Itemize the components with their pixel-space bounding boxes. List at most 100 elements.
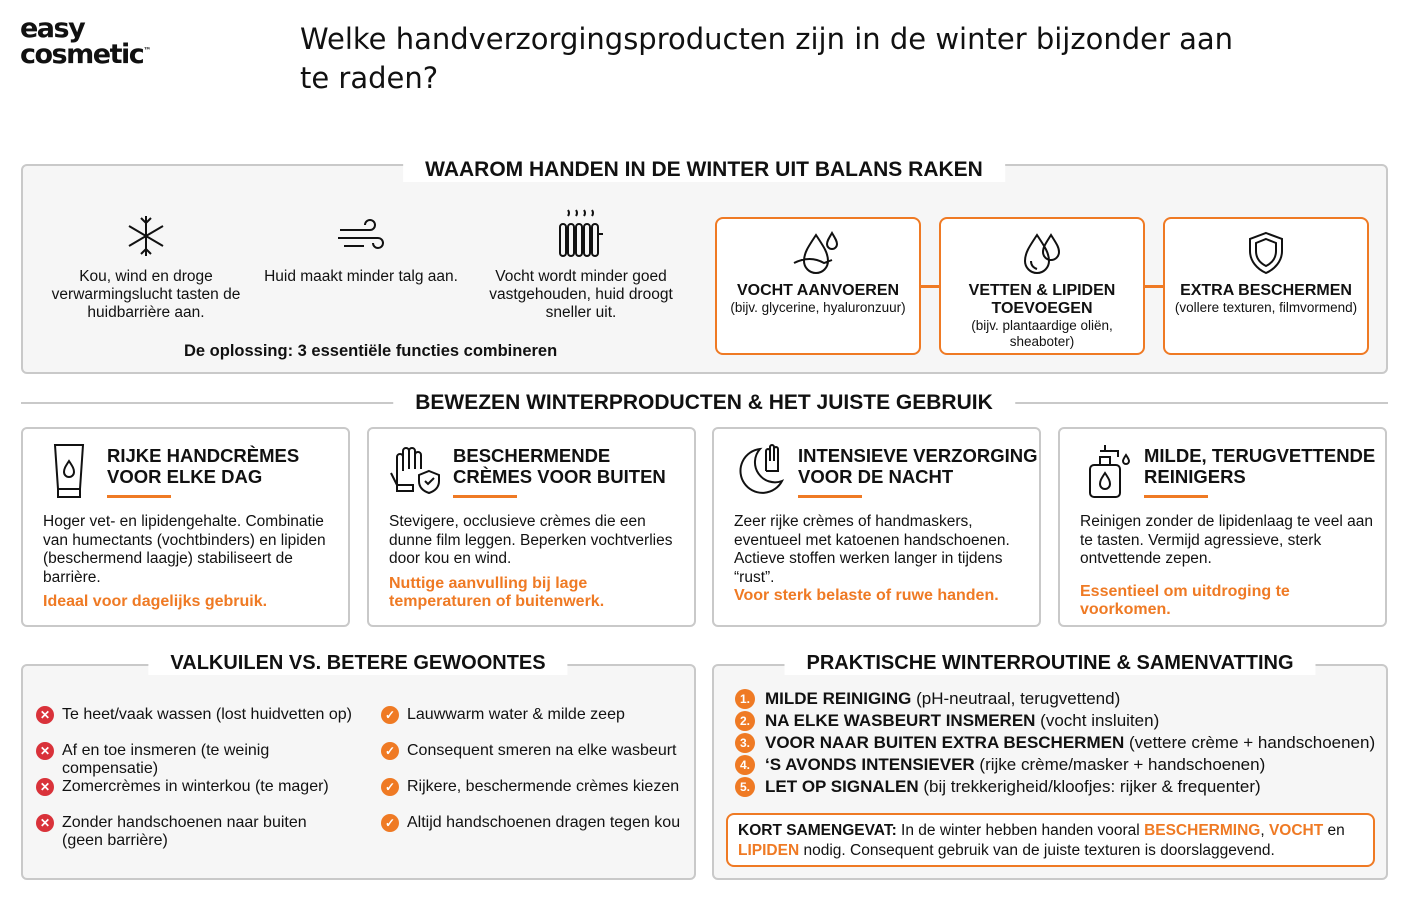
step-title: LET OP SIGNALEN xyxy=(765,777,919,796)
card-highlight: Nuttige aanvulling bij lage temperaturen… xyxy=(389,574,605,611)
bad-habit-text: Af en toe insmeren (te weinig compensati… xyxy=(62,742,270,777)
step-number: 1. xyxy=(735,689,755,709)
bad-habit: ✕ Zonder handschoenen naar buiten (geen b… xyxy=(36,814,316,850)
bad-habit: ✕ Te heet/vaak wassen (lost huidvetten op… xyxy=(36,706,366,742)
bad-habits-list: ✕ Te heet/vaak wassen (lost huidvetten op… xyxy=(36,706,366,850)
good-habit: ✓Rijkere, beschermende crèmes kiezen xyxy=(381,778,691,814)
logo-tm: ™ xyxy=(143,46,152,55)
check-icon: ✓ xyxy=(381,742,399,760)
oil-drops-icon xyxy=(1023,233,1061,274)
good-habit: ✓ Altijd handschoenen dragen tegen kou xyxy=(381,814,691,832)
habits-panel xyxy=(21,664,696,880)
good-habit: ✓ Lauwwarm water & milde zeep xyxy=(381,706,691,742)
step-title: ‘S AVONDS INTENSIEVER xyxy=(765,755,975,774)
bad-habit: ✕ Zomercrèmes in winterkou (te mager) xyxy=(36,778,366,814)
step-detail: (bij trekkerigheid/kloofjes: rijker & fr… xyxy=(918,777,1261,796)
underline xyxy=(107,495,171,498)
step-title: MILDE REINIGING xyxy=(765,689,912,708)
check-icon: ✓ xyxy=(381,814,399,832)
step-number: 2. xyxy=(735,711,755,731)
product-card: INTENSIEVE VERZORGING VOOR DE NACHT Zeer… xyxy=(712,427,1041,627)
function-title: VOCHT AANVOEREN xyxy=(736,282,900,299)
summary-keyword: BESCHERMING xyxy=(1144,822,1261,839)
good-habit-text: Rijkere, beschermende crèmes kiezen xyxy=(407,778,680,795)
routine-step: 3.VOOR NAAR BUITEN EXTRA BESCHERMEN (vet… xyxy=(735,732,1375,754)
underline xyxy=(453,495,517,498)
underline xyxy=(798,495,862,498)
product-card: MILDE, TERUGVETTENDE REINIGERS Reinigen … xyxy=(1058,427,1387,627)
step-title: VOOR NAAR BUITEN EXTRA BESCHERMEN xyxy=(765,733,1125,752)
card-text: Reinigen zonder de lipidenlaag te veel a… xyxy=(1080,513,1373,567)
card-title: INTENSIEVE VERZORGING VOOR DE NACHT xyxy=(798,445,1038,487)
check-icon: ✓ xyxy=(381,706,399,724)
bad-habit-text: Te heet/vaak wassen (lost huidvetten op) xyxy=(62,706,352,723)
x-icon: ✕ xyxy=(36,778,54,796)
summary-text: en xyxy=(1323,822,1345,839)
good-habit-text: Altijd handschoenen dragen tegen kou xyxy=(407,814,681,831)
cause-moisture: Vocht wordt minder goed vastgehouden, hu… xyxy=(481,206,681,322)
cause-text: Vocht wordt minder goed vastgehouden, hu… xyxy=(489,268,673,321)
cause-text: Huid maakt minder talg aan. xyxy=(264,268,458,285)
good-habit-text: Consequent smeren na elke wasbeurt xyxy=(407,742,677,759)
function-moisture: VOCHT AANVOEREN(bijv. glycerine, hyaluro… xyxy=(715,217,921,355)
card-highlight: Essentieel om uitdroging te voorkomen. xyxy=(1080,582,1290,619)
step-detail: (vocht insluiten) xyxy=(1035,711,1160,730)
shield-icon xyxy=(1249,231,1283,275)
why-panel xyxy=(21,164,1388,374)
product-card: BESCHERMENDE CRÈMES VOOR BUITEN Steviger… xyxy=(367,427,696,627)
card-highlight: Ideaal voor dagelijks gebruik. xyxy=(43,593,268,610)
radiator-icon xyxy=(559,209,603,257)
card-title: BESCHERMENDE CRÈMES VOOR BUITEN xyxy=(453,445,666,487)
snowflake-icon xyxy=(128,216,164,256)
cause-sebum: Huid maakt minder talg aan. xyxy=(261,212,461,286)
function-title: VETTEN & LIPIDEN TOEVOEGEN xyxy=(968,282,1116,317)
cream-tube-icon xyxy=(53,444,85,498)
card-title: RIJKE HANDCRÈMES VOOR ELKE DAG xyxy=(107,445,300,487)
summary-keyword: LIPIDEN xyxy=(738,842,800,859)
products-title: BEWEZEN WINTERPRODUCTEN & HET JUISTE GEB… xyxy=(393,391,1015,415)
routine-step: 1. MILDE REINIGING (pH-neutraal, terugvet… xyxy=(735,688,1375,710)
water-drop-arrow-icon xyxy=(793,231,839,274)
solution-text: De oplossing: 3 essentiële functies comb… xyxy=(184,342,558,360)
routine-step: 2. NA ELKE WASBEURT INSMEREN (vocht inslu… xyxy=(735,710,1375,732)
x-icon: ✕ xyxy=(36,706,54,724)
moon-hand-icon xyxy=(739,444,785,494)
card-text: Zeer rijke crèmes of handmaskers, eventu… xyxy=(734,513,1010,586)
x-icon: ✕ xyxy=(36,742,54,760)
bad-habit-text: Zonder handschoenen naar buiten (geen ba… xyxy=(62,814,307,849)
cause-text: Kou, wind en droge verwarmingslucht tast… xyxy=(51,268,241,321)
routine-steps: 1. MILDE REINIGING (pH-neutraal, terugvet… xyxy=(735,688,1375,798)
function-sub: (bijv. plantaardige oliën, sheaboter) xyxy=(971,318,1113,349)
routine-step: 5. LET OP SIGNALEN (bij trekkerigheid/klo… xyxy=(735,776,1375,798)
logo-line1: easy xyxy=(20,13,86,44)
summary-label: KORT SAMENGEVAT: xyxy=(738,822,897,839)
function-title: EXTRA BESCHERMEN xyxy=(1180,282,1352,299)
function-protect: EXTRA BESCHERMEN(vollere texturen, filmv… xyxy=(1163,217,1369,355)
cause-cold: Kou, wind en droge verwarmingslucht tast… xyxy=(46,212,246,322)
card-text: Hoger vet- en lipidengehalte. Combinatie… xyxy=(43,513,326,586)
step-detail: (rijke crème/masker + handschoenen) xyxy=(974,755,1266,774)
function-sub: (vollere texturen, filmvormend) xyxy=(1174,300,1358,315)
bad-habit-text: Zomercrèmes in winterkou (te mager) xyxy=(62,778,329,795)
bad-habit: ✕ Af en toe insmeren (te weinig compensat… xyxy=(36,742,366,778)
step-number: 4. xyxy=(735,755,755,775)
summary-text: , xyxy=(1260,822,1269,839)
routine-title: PRAKTISCHE WINTERROUTINE & SAMENVATTING xyxy=(784,652,1316,675)
step-detail: (vettere crème + handschoenen) xyxy=(1124,733,1376,752)
x-icon: ✕ xyxy=(36,814,54,832)
underline xyxy=(1144,495,1208,498)
page-title: Welke handverzorgingsproducten zijn in d… xyxy=(300,22,1234,95)
step-number: 5. xyxy=(735,777,755,797)
step-detail: (pH-neutraal, terugvettend) xyxy=(911,689,1121,708)
card-title: MILDE, TERUGVETTENDE REINIGERS xyxy=(1144,445,1376,487)
step-title: NA ELKE WASBEURT INSMEREN xyxy=(765,711,1036,730)
glove-shield-icon xyxy=(390,447,440,495)
connector xyxy=(1144,285,1164,288)
why-title: WAAROM HANDEN IN DE WINTER UIT BALANS RA… xyxy=(403,158,1005,182)
function-lipids: VETTEN & LIPIDEN TOEVOEGEN(bijv. plantaa… xyxy=(939,217,1145,355)
wind-icon xyxy=(338,219,384,249)
card-highlight: Voor sterk belaste of ruwe handen. xyxy=(734,587,999,604)
good-habit-text: Lauwwarm water & milde zeep xyxy=(407,706,625,723)
connector xyxy=(920,285,940,288)
